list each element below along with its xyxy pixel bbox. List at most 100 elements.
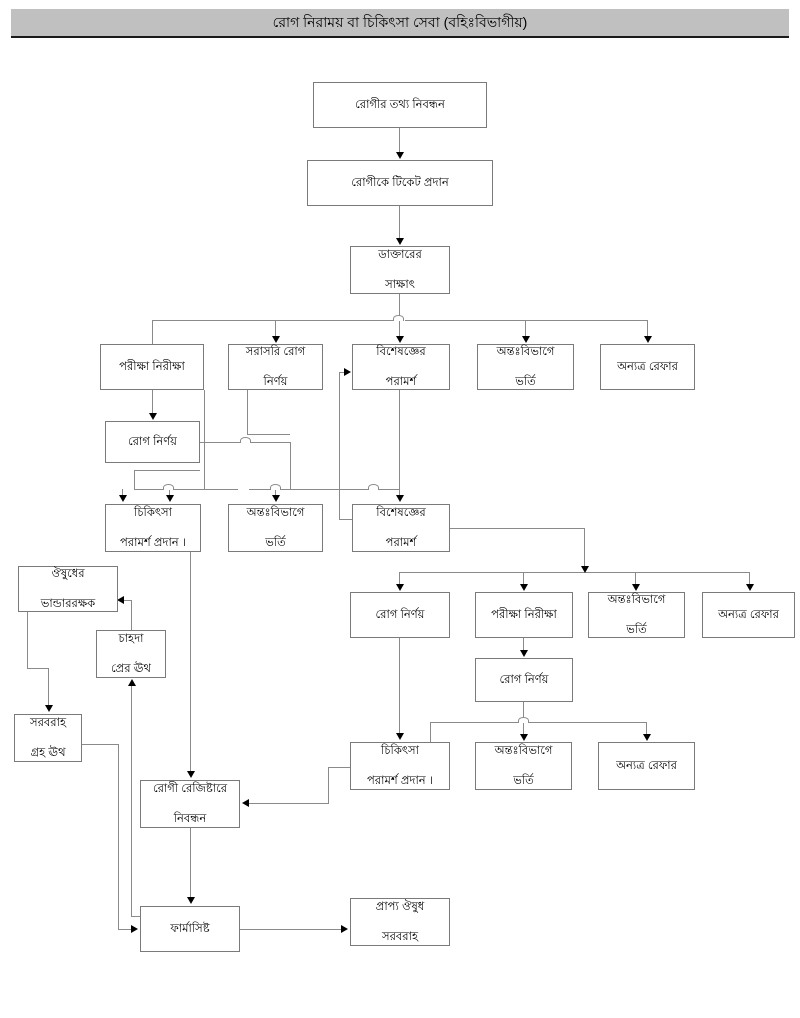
node-label: ডাক্তারের সাক্ষাৎ <box>353 248 447 293</box>
node-label: অন্যত্র রেফার <box>617 360 678 373</box>
edge-n23-drop <box>118 744 119 929</box>
node-specialist-advice-mid[interactable]: বিশেষজ্ঞের পরামর্শ <box>352 504 450 552</box>
node-patient-info-registration[interactable]: রোগীর তথ্য নিবন্ধন <box>313 82 487 128</box>
node-diagnosis-row5[interactable]: রোগ নির্ণয় <box>475 658 573 702</box>
node-label-line: ভর্তি <box>513 774 534 787</box>
node-doctor-consultation[interactable]: ডাক্তারের সাক্ষাৎ <box>350 246 450 294</box>
arrowhead-down <box>396 152 404 159</box>
edge-n24-n25 <box>190 828 191 898</box>
node-label-line: প্রাপ্য ঔষুধ <box>375 900 425 913</box>
edge-n9-drop <box>290 442 291 489</box>
node-direct-diagnosis[interactable]: সরাসরি রোগ নির্ণয় <box>228 344 323 390</box>
edge-n22-n21 <box>131 600 132 630</box>
edge-n21-n23-v2 <box>48 668 49 706</box>
edge-bus-n6 <box>399 320 400 337</box>
node-inpatient-admission-row6[interactable]: অন্তঃবিভাগে ভর্তি <box>475 742 572 790</box>
edge-to-n10-a <box>122 489 123 496</box>
arrowhead-right <box>131 925 138 933</box>
line-hop <box>393 315 404 321</box>
node-label: পরীক্ষা নিরীক্ষা <box>119 360 185 373</box>
node-receive-supply[interactable]: সরবরাহ গ্রহ ঊথ <box>14 714 82 762</box>
arrowhead-down <box>166 495 174 502</box>
node-inpatient-admission-row2[interactable]: অন্তঃবিভাগে ভর্তি <box>477 344 574 390</box>
node-label: চিকিৎসা পরামর্শ প্রদান । <box>108 506 198 551</box>
edge-bus-n8 <box>647 320 648 337</box>
node-label-line: গ্রহ ঊথ <box>30 746 66 759</box>
node-label-line: ঔষুধের <box>51 567 85 580</box>
node-label-line: নির্ণয় <box>263 375 288 388</box>
node-label-line: সরবরাহ <box>381 930 419 943</box>
arrowhead-down <box>581 566 589 573</box>
fanout-bus-row6-left <box>430 722 518 723</box>
node-diagnosis-left[interactable]: রোগ নির্ণয় <box>105 421 200 463</box>
node-refer-elsewhere-row2[interactable]: অন্যত্র রেফার <box>600 344 695 390</box>
node-medicine-supply[interactable]: প্রাপ্য ঔষুধ সরবরাহ <box>350 898 450 946</box>
node-treatment-advice-right[interactable]: চিকিৎসা পরামর্শ প্রদান । <box>350 742 450 790</box>
node-label-line: পরামর্শ <box>385 536 417 549</box>
edge-n1-n2 <box>399 128 400 153</box>
edge-rail-up-to-n6 <box>339 372 340 519</box>
line-hop <box>368 484 379 490</box>
arrowhead-down <box>396 584 404 591</box>
edge-n18-into-n24 <box>249 803 329 804</box>
title-bar: রোগ নিরাময় বা চিকিৎসা সেবা (বহিঃবিভাগীয… <box>11 9 789 38</box>
edge-to-n12 <box>399 489 400 496</box>
node-tests-row2[interactable]: পরীক্ষা নিরীক্ষা <box>100 344 204 390</box>
node-label-line: অন্তঃবিভাগে <box>246 506 305 519</box>
edge-n4-n9 <box>152 390 153 414</box>
node-label: সরাসরি রোগ নির্ণয় <box>231 345 320 390</box>
node-refer-elsewhere-row6[interactable]: অন্যত্র রেফার <box>598 742 695 790</box>
arrowhead-down <box>272 495 280 502</box>
node-label: অন্তঃবিভাগে ভর্তি <box>231 506 320 551</box>
arrowhead-down <box>45 705 53 712</box>
node-inpatient-admission-mid[interactable]: অন্তঃবিভাগে ভর্তি <box>228 504 323 552</box>
edge-n25-n26 <box>240 929 341 930</box>
node-label-line: নিবন্ধন <box>173 812 207 825</box>
node-diagnosis-row4[interactable]: রোগ নির্ণয় <box>350 592 450 638</box>
node-inpatient-admission-row4[interactable]: অন্তঃবিভাগে ভর্তি <box>588 592 685 638</box>
arrowhead-down <box>632 584 640 591</box>
node-label-line: ভর্তি <box>265 536 286 549</box>
edge-bus-n15 <box>635 572 636 585</box>
node-specialist-advice-row2[interactable]: বিশেষজ্ঞের পরামর্শ <box>352 344 450 390</box>
arrowhead-left <box>117 596 124 604</box>
arrowhead-down <box>746 584 754 591</box>
edge-n3-bus <box>399 294 400 321</box>
merge-bus-row3-c <box>379 489 399 490</box>
arrowhead-down <box>520 734 528 741</box>
edge-bus-left-top <box>134 470 200 471</box>
node-tests-row4[interactable]: পরীক্ষা নিরীক্ষা <box>475 592 573 638</box>
node-label-line: চিকিৎসা <box>381 744 419 757</box>
node-issue-ticket[interactable]: রোগীকে টিকেট প্রদান <box>307 160 493 206</box>
node-label-line: পরামর্শ প্রদান । <box>120 536 186 549</box>
edge-bus-n13 <box>399 572 400 585</box>
node-label: চিকিৎসা পরামর্শ প্রদান । <box>353 744 447 789</box>
node-label: সরবরাহ গ্রহ ঊথ <box>17 716 79 761</box>
edge-n12-out <box>450 528 584 529</box>
edge-to-n10-b <box>169 489 170 496</box>
node-label-line: ডাক্তারের <box>378 248 422 261</box>
node-drug-storekeeper[interactable]: ঔষুধের ভান্ডাররক্ষক <box>18 566 118 612</box>
edge-n2-n3 <box>399 206 400 239</box>
node-refer-elsewhere-row4[interactable]: অন্যত্র রেফার <box>702 592 795 638</box>
arrowhead-down <box>187 897 195 904</box>
node-treatment-advice-left[interactable]: চিকিৎসা পরামর্শ প্রদান । <box>105 504 201 552</box>
node-label-line: ভান্ডাররক্ষক <box>40 597 96 610</box>
arrowhead-down <box>272 336 280 343</box>
arrowhead-down <box>396 733 404 740</box>
node-send-demand[interactable]: চাহদা প্রের ঊথ <box>96 630 166 678</box>
node-pharmacist[interactable]: ফার্মাসিষ্ট <box>140 906 240 952</box>
line-hop <box>518 717 529 723</box>
edge-n5-elbow <box>247 434 290 435</box>
page-title: রোগ নিরাময় বা চিকিৎসা সেবা (বহিঃবিভাগীয… <box>272 14 528 30</box>
edge-n4-rail <box>204 390 205 489</box>
node-patient-register-entry[interactable]: রোগী রেজিষ্টারে নিবন্ধন <box>140 780 240 828</box>
edge-to-n11 <box>275 489 276 496</box>
node-label: পরীক্ষা নিরীক্ষা <box>491 608 557 621</box>
node-label: অন্যত্র রেফার <box>616 759 677 772</box>
edge-bus-n5 <box>275 320 276 337</box>
node-label-line: রোগী রেজিষ্টারে <box>152 782 228 795</box>
line-hop <box>240 437 251 443</box>
node-label: অন্তঃবিভাগে ভর্তি <box>478 744 569 789</box>
